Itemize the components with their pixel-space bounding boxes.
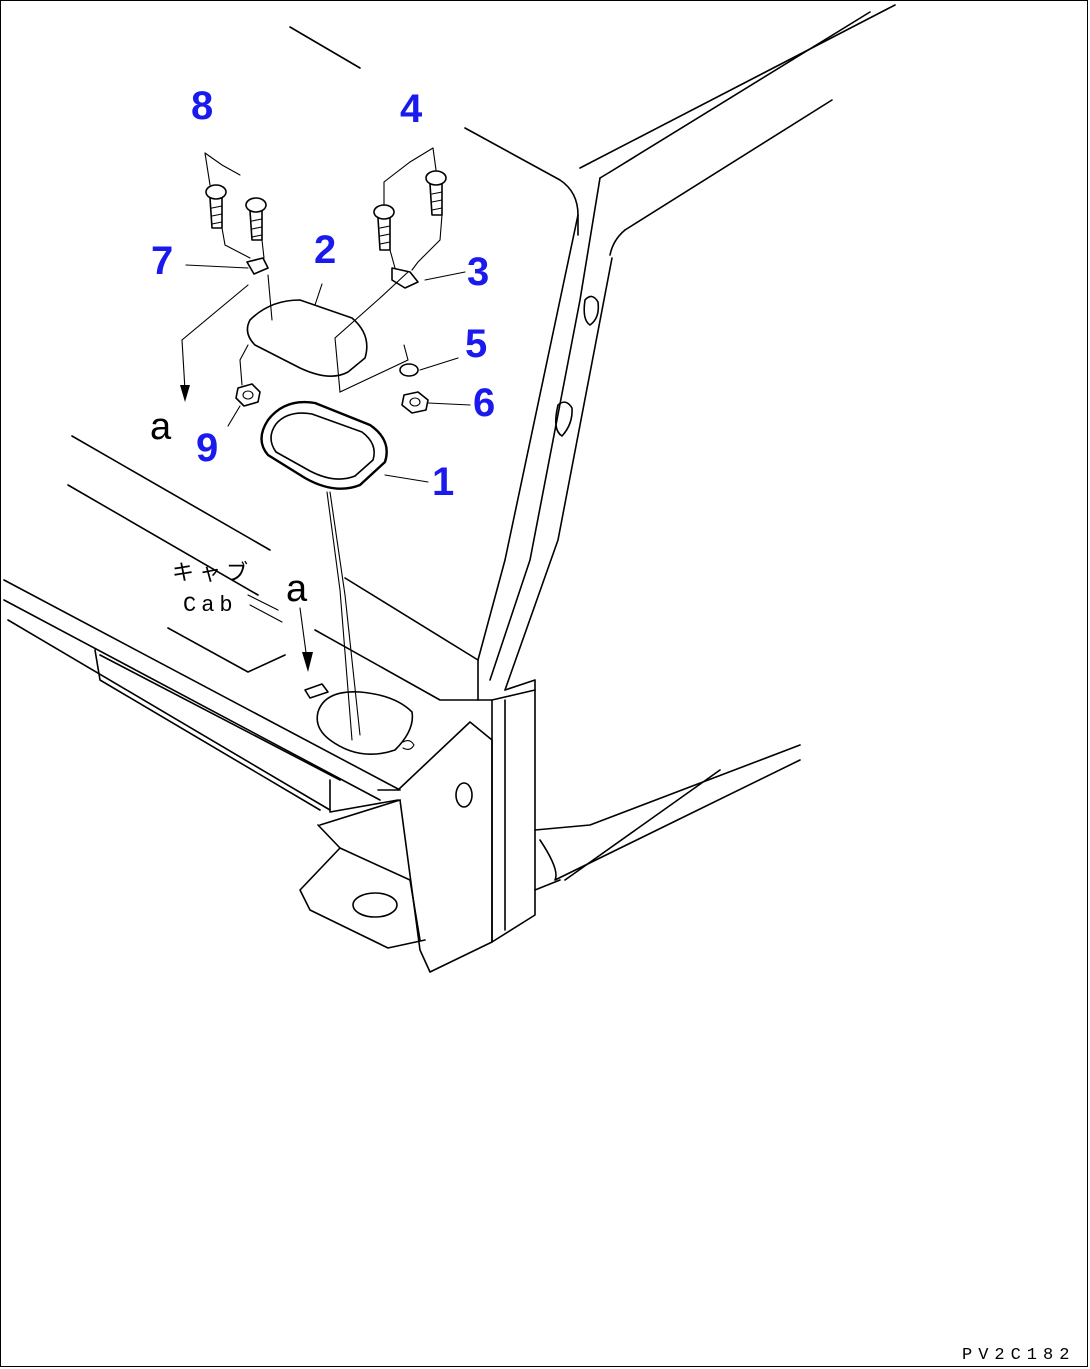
part-7-clip [246, 257, 269, 275]
callout-2: 2 [314, 228, 337, 272]
callout-7: 7 [151, 239, 174, 283]
part-4-screws [373, 170, 447, 251]
callout-9: 9 [196, 426, 219, 470]
leader-lines [180, 147, 471, 741]
view-marker-a-center: a [286, 568, 308, 610]
callout-1: 1 [432, 460, 455, 504]
part-8-screws [205, 184, 267, 241]
drawing-code: PV2C182 [962, 1346, 1076, 1365]
callout-5: 5 [465, 322, 488, 366]
callout-8: 8 [191, 84, 214, 128]
part-2-cover [246, 299, 368, 377]
callout-6: 6 [473, 381, 496, 425]
part-9-nut [235, 383, 261, 407]
part-1-grommet [260, 400, 388, 490]
callout-4: 4 [400, 87, 423, 131]
part-3-clip [391, 267, 419, 289]
cab-body [3, 4, 896, 973]
cab-label-jp: キャブ [172, 562, 254, 587]
view-marker-a-left: a [150, 406, 172, 448]
callout-3: 3 [467, 250, 490, 294]
part-6-nut [401, 391, 429, 414]
cab-label-en: Cab [183, 593, 238, 618]
part-5-washer [399, 363, 419, 377]
